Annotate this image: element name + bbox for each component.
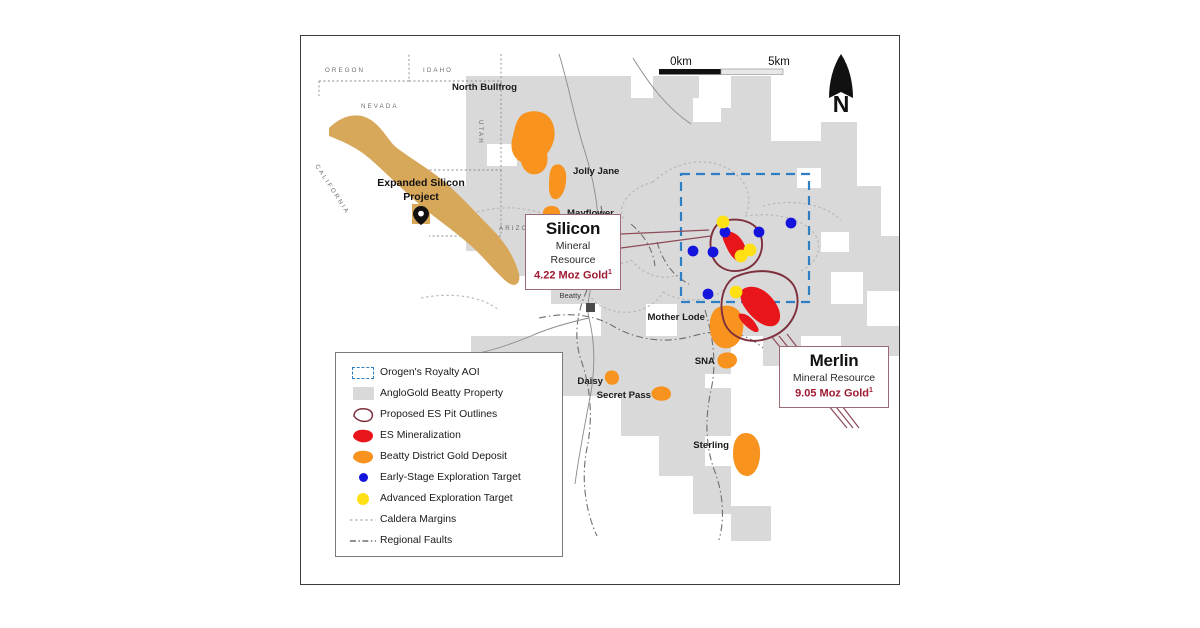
legend-item-advanced-exploration-target: Advanced Exploration Target bbox=[346, 488, 554, 509]
legend-label: Caldera Margins bbox=[380, 514, 457, 525]
deposit-label-daisy: Daisy bbox=[577, 376, 603, 387]
early-stage-target-dot bbox=[702, 288, 714, 300]
deposit-label-sterling: Sterling bbox=[693, 440, 729, 451]
advanced-target-dot bbox=[716, 215, 730, 229]
state-label-oregon: OREGON bbox=[325, 67, 365, 74]
deposit-label-sna: SNA bbox=[695, 356, 715, 367]
scale-bar: 0km 5km bbox=[659, 56, 790, 75]
exploration-targets bbox=[687, 215, 797, 300]
inset-title-line1: Expanded Silicon bbox=[377, 177, 465, 189]
legend-label: Early-Stage Exploration Target bbox=[380, 472, 521, 483]
orange-blob-icon bbox=[346, 449, 380, 465]
callout-merlin-title: Merlin bbox=[809, 351, 859, 370]
connector-silicon bbox=[620, 229, 710, 235]
callout-merlin-footnote: 1 bbox=[869, 387, 873, 395]
town-label-beatty: Beatty bbox=[559, 291, 581, 300]
callout-merlin-subtitle: Mineral Resource bbox=[792, 371, 876, 384]
scale-label-end: 5km bbox=[768, 56, 790, 68]
dotted-line-icon bbox=[346, 515, 380, 525]
es-mineralization-merlin bbox=[738, 286, 781, 333]
pit-outline-icon bbox=[346, 407, 380, 423]
map-frame: Beatty North Bullfrog Jolly Jane Mayflow… bbox=[300, 35, 900, 585]
deposit-label-mother-lode: Mother Lode bbox=[647, 312, 705, 323]
early-stage-target-dot bbox=[687, 245, 699, 257]
callout-silicon-title: Silicon bbox=[545, 219, 601, 238]
legend-label: Orogen's Royalty AOI bbox=[380, 367, 480, 378]
legend-item-proposed-es-pit-outlines: Proposed ES Pit Outlines bbox=[346, 404, 554, 425]
legend-item-caldera-margins: Caldera Margins bbox=[346, 509, 554, 530]
legend-item-es-mineralization: ES Mineralization bbox=[346, 425, 554, 446]
early-stage-target-dot bbox=[785, 217, 797, 229]
deposit-shape-north-bullfrog bbox=[511, 111, 555, 175]
callout-silicon-value: 4.22 Moz Gold1 bbox=[534, 268, 612, 283]
callout-silicon: Silicon Mineral Resource 4.22 Moz Gold1 bbox=[525, 214, 621, 291]
legend-label: Proposed ES Pit Outlines bbox=[380, 409, 498, 420]
pit-outline-merlin bbox=[720, 270, 799, 342]
legend-item-anglogold-beatty-property: AngloGold Beatty Property bbox=[346, 383, 554, 404]
scale-label-start: 0km bbox=[670, 56, 692, 68]
pit-outline-silicon bbox=[709, 218, 763, 272]
state-label-idaho: IDAHO bbox=[423, 67, 453, 74]
callout-merlin: Merlin Mineral Resource 9.05 Moz Gold1 bbox=[779, 346, 889, 408]
blue-circle-icon bbox=[346, 473, 380, 482]
beatty-town-marker bbox=[586, 303, 595, 312]
red-blob-icon bbox=[346, 428, 380, 444]
connector-silicon bbox=[620, 235, 712, 249]
north-arrow-label: N bbox=[833, 91, 850, 117]
deposit-label-mayflower: Mayflower bbox=[567, 208, 614, 219]
deposit-shape-sterling bbox=[733, 432, 761, 476]
legend-label: Regional Faults bbox=[380, 535, 453, 546]
deposit-label-jolly-jane: Jolly Jane bbox=[573, 166, 619, 177]
es-pit-outlines-and-mineralization bbox=[709, 218, 799, 342]
regional-faults bbox=[538, 205, 764, 541]
early-stage-target-dot bbox=[707, 246, 719, 258]
location-pin-icon bbox=[412, 204, 430, 225]
yellow-circle-icon bbox=[346, 492, 380, 505]
map-legend: Orogen's Royalty AOI AngloGold Beatty Pr… bbox=[335, 352, 563, 557]
dash-dot-line-icon bbox=[346, 536, 380, 546]
gray-square-icon bbox=[346, 387, 380, 400]
deposit-shape-jolly-jane bbox=[549, 164, 567, 200]
callout-merlin-value-text: 9.05 Moz Gold bbox=[795, 387, 870, 400]
state-label-california: CALIFORNIA bbox=[313, 163, 351, 216]
callout-silicon-subtitle: Mineral Resource bbox=[550, 239, 596, 267]
legend-label: AngloGold Beatty Property bbox=[380, 388, 504, 399]
north-arrow-icon: N bbox=[829, 54, 853, 117]
advanced-target-dot bbox=[729, 285, 743, 299]
callout-merlin-value: 9.05 Moz Gold1 bbox=[788, 386, 880, 401]
early-stage-target-dot bbox=[719, 226, 731, 238]
legend-label: ES Mineralization bbox=[380, 430, 461, 441]
state-label-arizona: ARIZONA bbox=[499, 225, 541, 232]
expanded-silicon-trend bbox=[329, 115, 520, 285]
legend-item-regional-faults: Regional Faults bbox=[346, 530, 554, 551]
legend-item-early-stage-exploration-target: Early-Stage Exploration Target bbox=[346, 467, 554, 488]
deposit-label-north-bullfrog: North Bullfrog bbox=[452, 82, 517, 93]
state-label-utah: UTAH bbox=[477, 120, 484, 145]
deposit-label-secret-pass: Secret Pass bbox=[597, 390, 651, 401]
legend-label: Beatty District Gold Deposit bbox=[380, 451, 508, 462]
callout-silicon-footnote: 1 bbox=[608, 269, 612, 277]
early-stage-target-dot bbox=[753, 226, 765, 238]
deposit-shape-secret-pass bbox=[651, 386, 671, 401]
callout-silicon-value-text: 4.22 Moz Gold bbox=[534, 269, 609, 282]
deposit-shape-sna bbox=[717, 352, 737, 369]
legend-item-orogen-royalty-aoi: Orogen's Royalty AOI bbox=[346, 362, 554, 383]
state-label-nevada: NEVADA bbox=[361, 103, 399, 110]
aoi-dashed-box-icon bbox=[346, 366, 380, 379]
advanced-target-dot bbox=[734, 249, 748, 263]
legend-label: Advanced Exploration Target bbox=[380, 493, 513, 504]
deposit-shape-daisy bbox=[604, 370, 619, 385]
advanced-target-dot bbox=[743, 243, 757, 257]
inset-title-line2: Project bbox=[403, 191, 439, 203]
legend-item-beatty-district-gold-deposit: Beatty District Gold Deposit bbox=[346, 446, 554, 467]
